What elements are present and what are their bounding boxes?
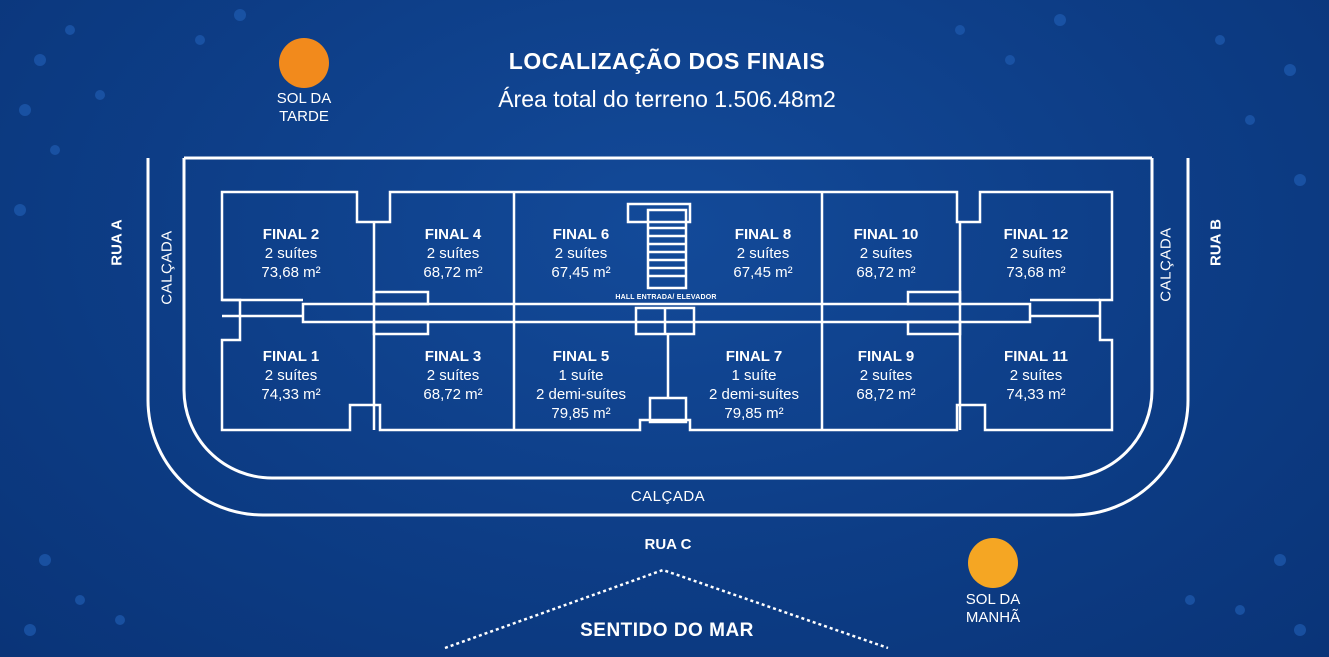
unit-suites: 2 suítes <box>1009 367 1063 384</box>
unit-final-7[interactable]: FINAL 7 1 suíte 2 demi-suítes 79,85 m² <box>684 347 824 423</box>
morning-sun-label-line2: MANHÃ <box>965 609 1021 626</box>
unit-suites: 1 suíte <box>731 367 777 384</box>
afternoon-sun-label: SOL DA TARDE <box>254 90 354 126</box>
unit-final-1[interactable]: FINAL 1 2 suítes 74,33 m² <box>221 347 361 404</box>
morning-sun-icon <box>968 538 1018 588</box>
unit-name: FINAL 11 <box>1004 348 1068 365</box>
unit-suites: 2 suítes <box>859 245 913 262</box>
unit-suites: 2 suítes <box>264 245 318 262</box>
morning-sun-label-line1: SOL DA <box>965 591 1021 608</box>
afternoon-sun-label-line1: SOL DA <box>276 90 332 107</box>
unit-final-8[interactable]: FINAL 8 2 suítes 67,45 m² <box>693 225 833 282</box>
sidewalk-right-label: CALÇADA <box>1157 227 1175 302</box>
stair-core <box>646 208 688 290</box>
unit-name: FINAL 4 <box>424 226 482 243</box>
unit-suites: 2 suítes <box>859 367 913 384</box>
unit-final-4[interactable]: FINAL 4 2 suítes 68,72 m² <box>383 225 523 282</box>
inner-sidewalk-line <box>182 158 1154 480</box>
unit-area: 73,68 m² <box>261 264 321 281</box>
stair-top <box>626 202 692 224</box>
sidewalk-left-label: CALÇADA <box>158 230 176 305</box>
unit-name: FINAL 6 <box>552 226 610 243</box>
unit-final-11[interactable]: FINAL 11 2 suítes 74,33 m² <box>966 347 1106 404</box>
unit-name: FINAL 10 <box>853 226 919 243</box>
unit-area: 67,45 m² <box>733 264 793 281</box>
unit-suites: 2 suítes <box>736 245 790 262</box>
outer-sidewalk-line <box>146 158 1190 517</box>
hall-label: HALL ENTRADA/ ELEVADOR <box>615 294 717 301</box>
sea-direction-label: SENTIDO DO MAR <box>580 620 754 641</box>
street-a-label: RUA A <box>108 219 126 266</box>
unit-name: FINAL 8 <box>734 226 792 243</box>
unit-name: FINAL 12 <box>1003 226 1069 243</box>
afternoon-sun-label-line2: TARDE <box>279 108 329 125</box>
unit-final-9[interactable]: FINAL 9 2 suítes 68,72 m² <box>816 347 956 404</box>
unit-final-5[interactable]: FINAL 5 1 suíte 2 demi-suítes 79,85 m² <box>511 347 651 423</box>
unit-final-6[interactable]: FINAL 6 2 suítes 67,45 m² <box>511 225 651 282</box>
unit-final-2[interactable]: FINAL 2 2 suítes 73,68 m² <box>221 225 361 282</box>
street-b-label: RUA B <box>1207 219 1225 266</box>
unit-area: 74,33 m² <box>1006 386 1066 403</box>
central-corridor <box>301 302 1032 324</box>
unit-suites: 1 suíte <box>558 367 604 384</box>
unit-area: 73,68 m² <box>1006 264 1066 281</box>
unit-suites: 2 suítes <box>264 367 318 384</box>
afternoon-sun-icon <box>279 38 329 88</box>
unit-name: FINAL 1 <box>262 348 320 365</box>
unit-final-3[interactable]: FINAL 3 2 suítes 68,72 m² <box>383 347 523 404</box>
unit-demi-suites: 2 demi-suítes <box>708 386 800 403</box>
unit-area: 68,72 m² <box>856 264 916 281</box>
unit-area: 79,85 m² <box>724 405 784 422</box>
service-shaft <box>648 396 688 424</box>
unit-final-10[interactable]: FINAL 10 2 suítes 68,72 m² <box>816 225 956 282</box>
unit-area: 68,72 m² <box>856 386 916 403</box>
unit-area: 68,72 m² <box>423 386 483 403</box>
unit-area: 79,85 m² <box>551 405 611 422</box>
unit-name: FINAL 2 <box>262 226 320 243</box>
unit-suites: 2 suítes <box>554 245 608 262</box>
unit-name: FINAL 7 <box>725 348 783 365</box>
unit-name: FINAL 9 <box>857 348 915 365</box>
unit-suites: 2 suítes <box>426 245 480 262</box>
unit-area: 67,45 m² <box>551 264 611 281</box>
unit-suites: 2 suítes <box>426 367 480 384</box>
unit-area: 68,72 m² <box>423 264 483 281</box>
street-c-label: RUA C <box>644 536 692 553</box>
page-title: LOCALIZAÇÃO DOS FINAIS <box>508 48 826 74</box>
unit-name: FINAL 3 <box>424 348 482 365</box>
morning-sun-label: SOL DA MANHÃ <box>943 591 1043 627</box>
page-subtitle: Área total do terreno 1.506.48m2 <box>498 86 836 112</box>
unit-area: 74,33 m² <box>261 386 321 403</box>
sea-direction-arrow <box>444 568 889 650</box>
unit-name: FINAL 5 <box>552 348 610 365</box>
unit-demi-suites: 2 demi-suítes <box>535 386 627 403</box>
building-outline <box>220 190 1114 432</box>
unit-final-12[interactable]: FINAL 12 2 suítes 73,68 m² <box>966 225 1106 282</box>
sidewalk-bottom-label: CALÇADA <box>630 488 706 505</box>
unit-suites: 2 suítes <box>1009 245 1063 262</box>
